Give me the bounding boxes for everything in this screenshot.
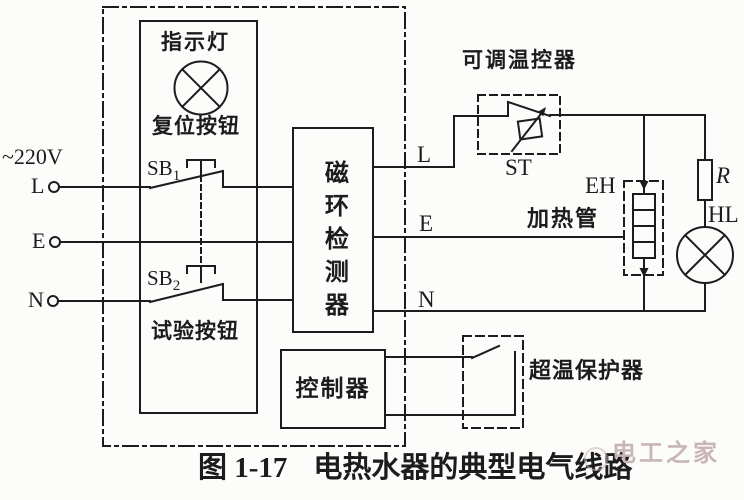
sb1-label: SB1 [147, 156, 180, 183]
figure-title: 电热水器的典型电气线路 [313, 452, 633, 484]
resistor-icon [697, 159, 713, 201]
figure-caption: 图 1-17 电热水器的典型电气线路 [198, 452, 633, 485]
pilot-lamp-icon [676, 226, 734, 284]
sb2-label: SB2 [147, 266, 180, 293]
voltage-label: ~220V [2, 144, 63, 169]
terminal-l-label: L [31, 173, 45, 198]
line-n-label: N [418, 287, 435, 312]
wire-l-out [372, 115, 509, 168]
sb2-actuator-icon [186, 265, 216, 283]
pilot-lamp-ref-label: HL [708, 202, 739, 227]
thermostat-switch-icon [506, 100, 552, 153]
sb2-ref-sub: 2 [172, 278, 181, 295]
test-button-label: 试验按钮 [151, 319, 239, 343]
thermostat-ref-label: ST [505, 155, 532, 180]
detector-label: 磁环检测器 [320, 160, 347, 325]
indicator-lamp-icon [173, 60, 229, 116]
terminal-n-label: N [28, 287, 44, 312]
controller-label: 控制器 [295, 376, 371, 401]
sb2-ref-text: SB [147, 266, 173, 290]
sb1-actuator-icon [186, 159, 216, 177]
sb1-ref-text: SB [147, 156, 173, 180]
line-e-label: E [419, 211, 434, 236]
controller-box [280, 349, 386, 429]
watermark-text: 电工之家 [612, 441, 720, 467]
button-module-box [139, 20, 258, 414]
heating-tube-icon [632, 181, 656, 277]
heater-name-label: 加热管 [527, 206, 600, 231]
terminal-e-circle [49, 236, 61, 248]
thermostat-label: 可调温控器 [462, 48, 577, 72]
figure-number: 图 1-17 [198, 452, 288, 484]
terminal-n-circle [47, 295, 59, 307]
resistor-ref-label: R [716, 163, 731, 188]
overtemp-protector-dashed-box [462, 335, 524, 429]
overtemp-protector-label: 超温保护器 [529, 358, 645, 383]
magnetic-ring-detector-box [292, 127, 374, 333]
outer-unit-dashed-boundary [102, 6, 406, 447]
sb2-switch-blade [148, 282, 294, 304]
line-l-label: L [417, 142, 432, 167]
sb1-ref-sub: 1 [172, 168, 181, 185]
overtemp-switch-blade [470, 344, 501, 360]
thermostat-dashed-box [477, 94, 561, 155]
terminal-l-circle [48, 181, 60, 193]
reset-button-label: 复位按钮 [152, 114, 240, 138]
sb1-switch-blade [148, 169, 294, 190]
terminal-e-label: E [32, 228, 46, 253]
watermark-logo-icon [584, 447, 608, 471]
indicator-lamp-label: 指示灯 [161, 30, 230, 54]
heater-ref-label: EH [585, 173, 616, 198]
